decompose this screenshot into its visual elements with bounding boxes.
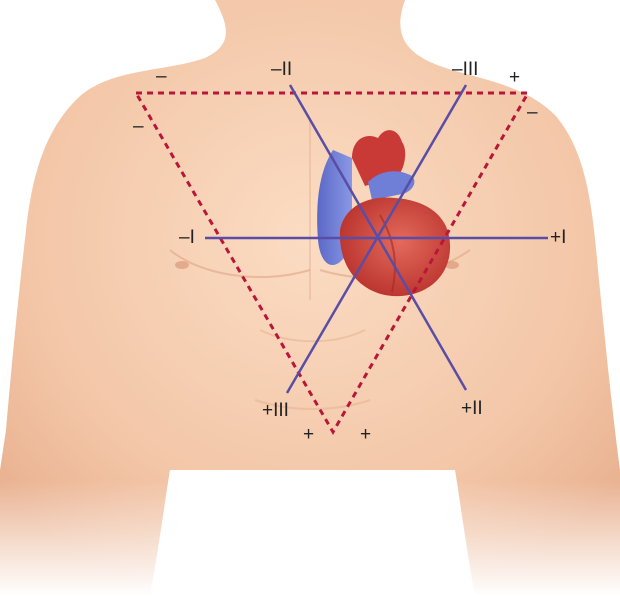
left-leg-sign-right: + [360, 425, 371, 444]
right-arm-sign-top: – [156, 67, 167, 86]
lead-ii-positive-label: +II [461, 399, 483, 418]
lead-iii-negative-label: –III [452, 60, 478, 79]
lead-iii-positive-label: +III [262, 401, 289, 420]
left-nipple [175, 261, 189, 269]
left-leg-sign-left: + [303, 425, 314, 444]
lead-ii-negative-label: –II [271, 60, 292, 79]
left-arm-sign-side: – [527, 103, 538, 122]
left-arm-sign-top: + [509, 68, 520, 87]
right-arm-sign-side: – [133, 117, 144, 136]
lead-i-negative-label: –I [179, 228, 195, 247]
lead-i-positive-label: +I [550, 228, 566, 247]
